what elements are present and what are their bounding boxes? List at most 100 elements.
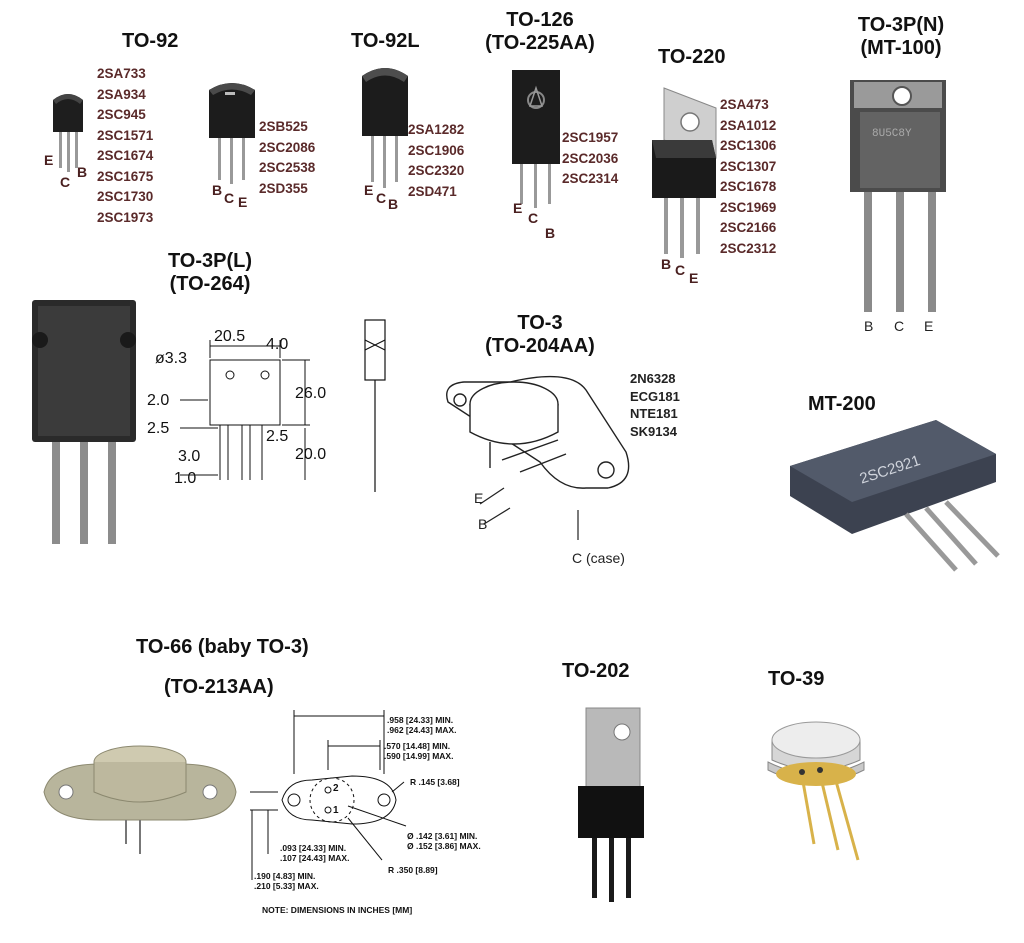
to3pl-dim-2-0: 2.0 xyxy=(147,392,170,409)
to3pn-component-image: 8U5C8Y xyxy=(850,80,946,312)
part-number: 2SC1969 xyxy=(720,199,777,215)
to92-pin-e: E xyxy=(44,152,54,168)
to126-part-list: 2SC1957 2SC2036 2SC2314 xyxy=(562,128,618,190)
to92-component-image xyxy=(53,94,83,172)
to92l-component-image xyxy=(362,68,408,188)
dim-line: .570 [14.48] MIN. xyxy=(384,741,451,751)
to66-dim-hole-spacing: .570 [14.48] MIN. .590 [14.99] MAX. xyxy=(384,741,454,761)
to3pl-dim-20-0: 20.0 xyxy=(295,446,327,463)
dim-line: .590 [14.99] MAX. xyxy=(384,750,454,761)
to126-pin-c: C xyxy=(528,210,539,226)
part-number: 2SC1675 xyxy=(97,168,154,184)
to220-component-image xyxy=(652,87,717,258)
to92b-pin-c: C xyxy=(224,190,235,206)
part-number: 2SC1306 xyxy=(720,138,777,153)
to66-pin-label-1: 1 xyxy=(333,805,339,816)
to92-title: TO-92 xyxy=(122,30,179,52)
to3pl-dim-26-0: 26.0 xyxy=(295,385,327,402)
svg-text:8U5C8Y: 8U5C8Y xyxy=(872,128,912,140)
to92l-pin-e: E xyxy=(364,182,374,198)
to3-title-line2: (TO-204AA) xyxy=(485,335,595,357)
to126-title-line1: TO-126 xyxy=(506,9,574,31)
part-number: 2SA473 xyxy=(720,97,769,112)
dim-line: .958 [24.33] MIN. xyxy=(387,715,454,725)
part-number: 2SA1282 xyxy=(408,122,465,137)
to3pl-dimension-drawing xyxy=(180,340,310,480)
to3pl-dim-1-0: 1.0 xyxy=(174,470,197,487)
part-number: 2SA934 xyxy=(97,86,146,102)
to3pl-side-view xyxy=(364,319,386,492)
dim-line: .093 [24.33] MIN. xyxy=(280,843,347,853)
to3-title-line1: TO-3 xyxy=(517,312,563,334)
to3pn-pin-b: B xyxy=(864,318,874,334)
part-number: 2SC2036 xyxy=(562,150,619,166)
part-number: 2SC1307 xyxy=(720,158,777,174)
to92-part-list: 2SA733 2SA934 2SC945 2SC1571 2SC1674 2SC… xyxy=(97,64,153,228)
part-number: 2SC2538 xyxy=(259,160,316,175)
to3-pin-case: C (case) xyxy=(572,550,625,566)
to3pn-title: TO-3P(N) (MT-100) xyxy=(846,14,956,60)
to220-title: TO-220 xyxy=(658,46,726,68)
to3pn-pin-c: C xyxy=(894,318,905,334)
to66-dim-overall: .958 [24.33] MIN. .962 [24.43] MAX. xyxy=(387,715,457,735)
to92l-pin-c: C xyxy=(376,190,387,206)
to126-title: TO-126 (TO-225AA) xyxy=(472,9,608,55)
part-number: 2SC1678 xyxy=(720,179,777,194)
to92l-title: TO-92L xyxy=(351,30,420,52)
to92l-part-list: 2SA1282 2SC1906 2SC2320 2SD471 xyxy=(408,120,464,202)
part-number: ECG181 xyxy=(630,388,680,404)
to66-dim-pin-height: .190 [4.83] MIN. .210 [5.33] MAX. xyxy=(254,871,319,891)
part-number: SK9134 xyxy=(630,423,677,439)
to3-part-list: 2N6328 ECG181 NTE181 SK9134 xyxy=(630,370,680,440)
to3pn-title-line1: TO-3P(N) xyxy=(857,14,945,36)
to3-component-image xyxy=(446,375,630,540)
part-number: 2SC1906 xyxy=(408,142,465,158)
to202-title: TO-202 xyxy=(562,660,630,682)
to66-component-image xyxy=(43,745,237,854)
to92-pin-b: B xyxy=(77,164,88,180)
part-number: NTE181 xyxy=(630,406,678,421)
to3pl-dim-2-5-right: 2.5 xyxy=(266,428,289,445)
to220-part-list: 2SA473 2SA1012 2SC1306 2SC1307 2SC1678 2… xyxy=(720,95,776,259)
to220-pin-e: E xyxy=(689,270,699,286)
to66-dimension-note: NOTE: DIMENSIONS IN INCHES [MM] xyxy=(262,905,413,915)
part-number: 2SC1973 xyxy=(97,209,154,225)
to3pn-title-line2: (MT-100) xyxy=(860,37,942,59)
part-number: 2SD471 xyxy=(408,183,457,199)
to3-title: TO-3 (TO-204AA) xyxy=(470,312,610,358)
part-number: 2SC2312 xyxy=(720,240,777,256)
dim-line: .962 [24.43] MAX. xyxy=(387,724,457,735)
to202-component-image xyxy=(578,707,644,902)
part-number: 2SB525 xyxy=(259,119,308,134)
part-number: 2SA733 xyxy=(97,66,146,81)
part-number: 2SC2320 xyxy=(408,163,465,178)
to126-pin-e: E xyxy=(513,200,523,216)
to66-dim-radius-large: R .350 [8.89] xyxy=(388,865,438,875)
part-number: 2SC1571 xyxy=(97,127,154,143)
to92-pin-c: C xyxy=(60,174,71,190)
to220-pin-c: C xyxy=(675,262,686,278)
to92l-pin-b: B xyxy=(388,196,399,212)
to3pl-component-image xyxy=(32,300,136,544)
part-number: 2SC1957 xyxy=(562,130,619,145)
part-number: 2SC2166 xyxy=(720,220,777,235)
to92b-component-image xyxy=(209,83,255,184)
dim-line: .107 [24.43] MAX. xyxy=(280,852,350,863)
part-number: 2SA1012 xyxy=(720,117,777,133)
to92b-pin-e: E xyxy=(238,194,248,210)
part-number: 2SC1730 xyxy=(97,189,154,204)
to220-pin-b: B xyxy=(661,256,672,272)
mt200-component-image: 2SC2921 xyxy=(790,420,1000,572)
dim-line: Ø .152 [3.86] MAX. xyxy=(407,840,481,851)
part-number: 2SC2086 xyxy=(259,139,316,155)
to3pl-title-line1: TO-3P(L) xyxy=(167,250,253,272)
to3pl-dim-20-5: 20.5 xyxy=(214,328,246,345)
dim-line: Ø .142 [3.61] MIN. xyxy=(407,831,478,841)
to39-title: TO-39 xyxy=(768,668,825,690)
part-number: 2N6328 xyxy=(630,371,676,386)
dim-line: .190 [4.83] MIN. xyxy=(254,871,316,881)
to126-component-image xyxy=(512,70,560,208)
to3pn-pin-e: E xyxy=(924,318,934,334)
to66-dim-hole-dia: Ø .142 [3.61] MIN. Ø .152 [3.86] MAX. xyxy=(407,831,481,851)
to66-pin-label-2: 2 xyxy=(333,783,339,794)
